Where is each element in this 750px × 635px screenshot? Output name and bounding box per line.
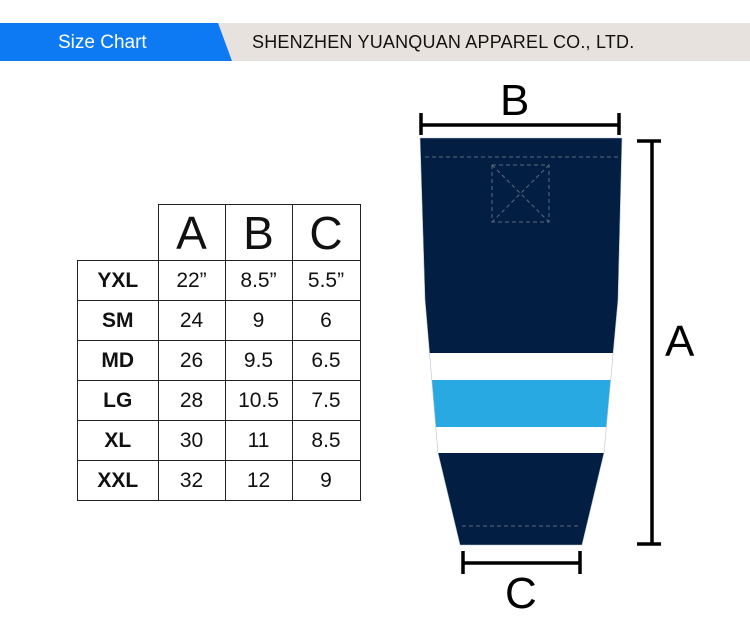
dimension-a-label: A [665, 317, 695, 366]
dimension-b-bar [419, 113, 621, 135]
value-c: 9 [291, 460, 361, 501]
value-a: 32 [157, 460, 226, 501]
value-b: 11 [224, 420, 293, 461]
size-label: LG [77, 380, 159, 421]
table-header-row: A B C [78, 204, 361, 261]
value-a: 24 [157, 300, 226, 341]
size-label: XL [77, 420, 159, 461]
size-chart-tab: Size Chart [0, 23, 232, 61]
value-b: 8.5” [224, 260, 293, 301]
dimension-b-label: B [500, 76, 530, 125]
table-row: YXL 22” 8.5” 5.5” [77, 260, 361, 301]
value-c: 6 [291, 300, 361, 341]
dimension-c-bar [461, 551, 582, 574]
table-row: XXL 32 12 9 [77, 460, 361, 501]
size-label: XXL [77, 460, 159, 501]
header-bar: Size Chart SHENZHEN YUANQUAN APPAREL CO.… [0, 23, 750, 61]
size-label: SM [77, 300, 159, 341]
value-c: 6.5 [291, 340, 361, 381]
value-b: 10.5 [224, 380, 293, 421]
value-b: 9.5 [224, 340, 293, 381]
size-label: YXL [77, 260, 159, 301]
company-name: SHENZHEN YUANQUAN APPAREL CO., LTD. [252, 32, 635, 52]
table-row: SM 24 9 6 [77, 300, 361, 341]
size-table: A B C YXL 22” 8.5” 5.5” SM 24 9 6 MD 26 … [77, 204, 361, 501]
value-c: 5.5” [291, 260, 361, 301]
dimension-c-label: C [505, 569, 537, 618]
dimension-a-bar [637, 139, 661, 546]
hockey-sock-icon [420, 138, 622, 545]
value-b: 12 [224, 460, 293, 501]
size-label: MD [77, 340, 159, 381]
value-a: 28 [157, 380, 226, 421]
column-header-c: C [291, 204, 361, 261]
size-chart-title: Size Chart [58, 32, 147, 53]
